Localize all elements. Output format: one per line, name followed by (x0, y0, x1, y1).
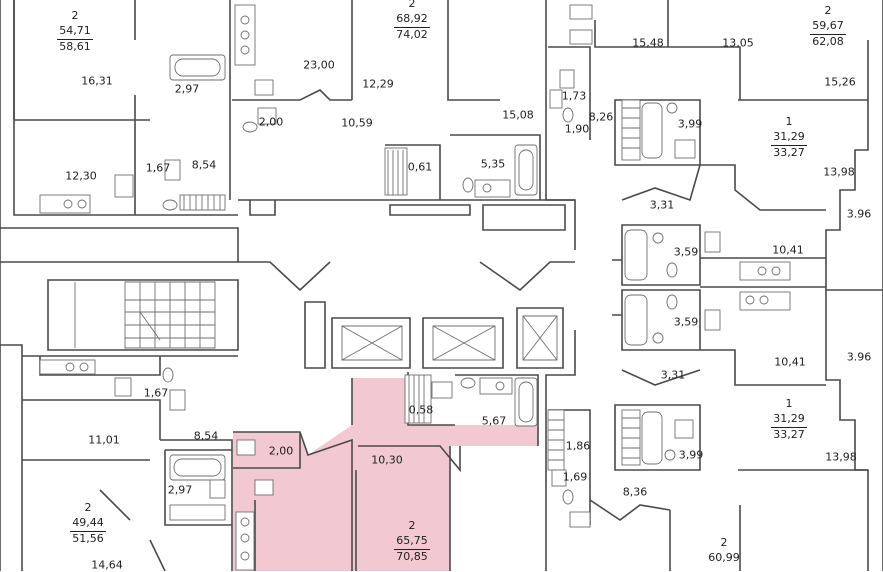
apartment-living-area: 31,29 (773, 412, 805, 425)
room-area-label: 2,00 (268, 444, 294, 458)
room-area-label: 16,31 (81, 74, 113, 88)
apartment-total-area: 51,56 (72, 532, 104, 545)
room-area-label: 10,30 (371, 453, 403, 467)
room-area-label: 0,58 (408, 403, 434, 417)
apartment-rooms: 1 (785, 115, 793, 128)
room-area-label: 15,08 (502, 108, 534, 122)
apartment-total-area: 58,61 (59, 40, 91, 53)
room-area-label: 3,31 (660, 368, 686, 382)
apartment-label[interactable]: 1 31,29 33,27 (771, 397, 807, 442)
room-area-label: 2,97 (167, 483, 193, 497)
apartment-total-area: 33,27 (773, 146, 805, 159)
apartment-rooms: 2 (720, 536, 728, 549)
room-area-label: 3.96 (846, 207, 872, 221)
apartment-label[interactable]: 2 49,44 51,56 (70, 501, 106, 546)
apartment-rooms: 2 (84, 501, 92, 514)
room-area-label: 1,73 (561, 89, 587, 103)
room-area-label: 10,41 (774, 355, 806, 369)
room-area-label: 13,98 (825, 450, 857, 464)
apartment-rooms: 2 (408, 519, 416, 532)
stairwell (47, 279, 239, 351)
room-area-label: 3,59 (673, 245, 699, 259)
room-area-label: 15,48 (632, 36, 664, 50)
room-area-label: 14,64 (91, 558, 123, 572)
apartment-label[interactable]: 2 65,75 70,85 (394, 519, 430, 564)
apartment-living-area: 60,99 (708, 551, 740, 564)
apartment-label[interactable]: 2 68,92 74,02 (394, 0, 430, 42)
room-area-label: 3,99 (677, 117, 703, 131)
room-area-label: 8,54 (191, 158, 217, 172)
room-area-label: 8,54 (193, 429, 219, 443)
room-area-label: 12,29 (362, 77, 394, 91)
room-area-label: 8,36 (622, 485, 648, 499)
room-area-label: 11,01 (88, 433, 120, 447)
room-area-label: 12,30 (65, 169, 97, 183)
highlighted-apartment[interactable] (233, 378, 538, 571)
room-area-label: 23,00 (303, 58, 335, 72)
room-area-label: 5,35 (480, 157, 506, 171)
apartment-living-area: 68,92 (396, 12, 428, 25)
apartment-total-area: 33,27 (773, 428, 805, 441)
apartment-living-area: 65,75 (396, 534, 428, 547)
room-area-label: 5,67 (481, 414, 507, 428)
room-area-label: 1,69 (562, 470, 588, 484)
room-area-label: 10,41 (772, 243, 804, 257)
room-area-label: 3,31 (649, 198, 675, 212)
fixtures (39, 4, 791, 571)
apartment-rooms: 2 (408, 0, 416, 10)
apartment-label[interactable]: 2 60,99 (706, 536, 742, 565)
room-area-label: 3,99 (678, 448, 704, 462)
room-area-label: 3,59 (673, 315, 699, 329)
room-area-label: 13,05 (722, 36, 754, 50)
room-area-label: 1,90 (564, 122, 590, 136)
interior-walls-middle-right (612, 224, 826, 386)
interior-walls-bottom-left (22, 356, 233, 571)
apartment-label[interactable]: 2 59,67 62,08 (810, 4, 846, 49)
apartment-rooms: 2 (71, 9, 79, 22)
interior-walls-bottom-right (548, 404, 868, 571)
apartment-living-area: 59,67 (812, 19, 844, 32)
corridor (238, 199, 575, 292)
room-area-label: 1,86 (565, 439, 591, 453)
room-area-label: 15,26 (824, 75, 856, 89)
apartment-living-area: 54,71 (59, 24, 91, 37)
apartment-label[interactable]: 1 31,29 33,27 (771, 115, 807, 160)
interior-walls-top (14, 0, 868, 215)
room-area-label: 2,97 (174, 82, 200, 96)
apartment-label[interactable]: 2 54,71 58,61 (57, 9, 93, 54)
room-area-label: 0,61 (407, 160, 433, 174)
apartment-total-area: 74,02 (396, 28, 428, 41)
room-area-label: 2,00 (258, 115, 284, 129)
apartment-living-area: 49,44 (72, 516, 104, 529)
room-area-label: 8,26 (588, 110, 614, 124)
apartment-living-area: 31,29 (773, 130, 805, 143)
room-area-label: 3.96 (846, 350, 872, 364)
apartment-total-area: 62,08 (812, 35, 844, 48)
room-area-label: 10,59 (341, 116, 373, 130)
apartment-total-area: 70,85 (396, 550, 428, 563)
apartment-rooms: 2 (824, 4, 832, 17)
apartment-rooms: 1 (785, 397, 793, 410)
room-area-label: 1,67 (145, 161, 171, 175)
room-area-label: 13,98 (823, 165, 855, 179)
room-area-label: 1,67 (143, 386, 169, 400)
elevator-shafts (304, 301, 564, 369)
